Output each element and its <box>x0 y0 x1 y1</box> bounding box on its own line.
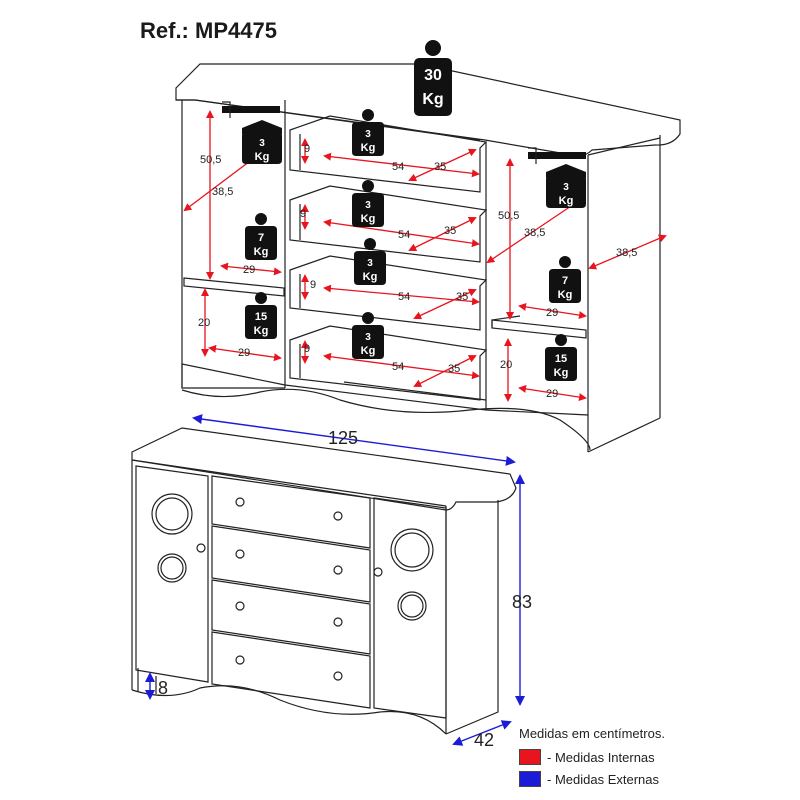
internal-dimensions <box>183 110 667 402</box>
svg-text:Kg: Kg <box>554 367 569 379</box>
knob-icon <box>235 655 245 665</box>
weight-hanger-right: 3 Kg <box>546 164 586 208</box>
svg-text:3: 3 <box>563 182 569 193</box>
external-dimensions: 125 83 42 8 <box>145 414 532 750</box>
page-title: Ref.: MP4475 <box>140 18 277 43</box>
svg-text:Kg: Kg <box>558 289 573 301</box>
svg-text:7: 7 <box>562 275 568 287</box>
knob-icon <box>235 549 245 559</box>
svg-text:15: 15 <box>555 353 567 365</box>
svg-text:Kg: Kg <box>361 213 376 225</box>
weight-icon <box>555 334 567 346</box>
legend-external-label: - Medidas Externas <box>547 771 659 787</box>
svg-text:Kg: Kg <box>361 345 376 357</box>
dim-right-bottom-height: 20 <box>500 359 512 371</box>
dim-left-height: 50,5 <box>200 154 221 166</box>
dim-drawer3-height: 9 <box>310 279 316 291</box>
legend-internal: - Medidas Internas <box>519 746 665 768</box>
weight-shelf-left: 7 Kg <box>245 213 277 260</box>
weight-icon <box>242 120 282 134</box>
hanger-rail-icon <box>528 152 586 159</box>
weight-drawer-3: 3 Kg <box>354 238 386 285</box>
dim-right-bottom-width: 29 <box>546 388 558 400</box>
dim-right-shelf-width: 29 <box>546 307 558 319</box>
dim-height: 83 <box>512 592 532 612</box>
svg-text:Kg: Kg <box>255 151 270 163</box>
weight-icon <box>559 256 571 268</box>
weight-icon <box>362 312 374 324</box>
knob-icon <box>333 565 343 575</box>
svg-text:Kg: Kg <box>361 142 376 154</box>
legend-swatch-external <box>519 771 541 787</box>
svg-text:7: 7 <box>258 232 264 244</box>
knob-icon <box>373 567 383 577</box>
dim-drawer1-height: 9 <box>304 143 310 155</box>
dim-drawer2-height: 9 <box>300 208 306 220</box>
legend-swatch-internal <box>519 749 541 765</box>
weight-drawer-1: 3 Kg <box>352 109 384 156</box>
knob-icon <box>196 543 206 553</box>
dim-drawer4-width: 54 <box>392 361 404 373</box>
legend-internal-label: - Medidas Internas <box>547 749 655 765</box>
knob-icon <box>333 671 343 681</box>
dim-drawer3-depth: 35 <box>456 291 468 303</box>
weight-icon <box>362 109 374 121</box>
weight-drawer-4: 3 Kg <box>352 312 384 359</box>
dim-width: 125 <box>328 428 358 448</box>
weight-icon <box>255 213 267 225</box>
svg-text:30: 30 <box>424 67 442 84</box>
weight-icon <box>255 292 267 304</box>
weight-bottom-right: 15 Kg <box>545 334 577 381</box>
svg-text:3: 3 <box>365 332 371 343</box>
svg-text:3: 3 <box>259 138 265 149</box>
dim-drawer4-depth: 35 <box>448 363 460 375</box>
weight-icon <box>362 180 374 192</box>
svg-text:3: 3 <box>367 258 373 269</box>
dim-right-depth: 38,5 <box>524 227 545 239</box>
drawers-internal <box>289 115 488 401</box>
knob-icon <box>235 601 245 611</box>
dim-left-bottom-width: 29 <box>238 347 250 359</box>
legend-note: Medidas em centímetros. <box>519 726 665 741</box>
weight-hanger-left: 3 Kg <box>242 120 282 164</box>
weight-bottom-left: 15 Kg <box>245 292 277 339</box>
closed-cabinet-view <box>131 427 517 735</box>
dim-drawer1-width: 54 <box>392 161 404 173</box>
dim-drawer3-width: 54 <box>398 291 410 303</box>
knob-icon <box>333 511 343 521</box>
dim-drawer4-height: 9 <box>304 343 310 355</box>
weight-shelf-right: 7 Kg <box>549 256 581 303</box>
dim-drawer2-depth: 35 <box>444 225 456 237</box>
dim-left-shelf-width: 29 <box>243 264 255 276</box>
knob-icon <box>235 497 245 507</box>
svg-text:3: 3 <box>365 129 371 140</box>
dim-right-height: 50,5 <box>498 210 519 222</box>
dim-left-depth: 38,5 <box>212 186 233 198</box>
dim-left-bottom-height: 20 <box>198 317 210 329</box>
dim-drawer1-depth: 35 <box>434 161 446 173</box>
dim-foot: 8 <box>158 678 168 698</box>
svg-text:Kg: Kg <box>254 325 269 337</box>
weight-icon <box>425 40 441 56</box>
weight-icon <box>546 164 586 178</box>
svg-text:3: 3 <box>365 200 371 211</box>
dim-depth: 42 <box>474 730 494 750</box>
weight-drawer-2: 3 Kg <box>352 180 384 227</box>
internal-dimension-labels: 50,5 38,5 29 20 29 9 54 35 9 54 35 9 54 … <box>198 143 637 400</box>
svg-text:Kg: Kg <box>254 246 269 258</box>
weight-top: 30 Kg <box>414 40 452 116</box>
svg-text:Kg: Kg <box>422 91 443 108</box>
dim-right-side-depth: 38,5 <box>616 247 637 259</box>
dim-drawer2-width: 54 <box>398 229 410 241</box>
svg-text:15: 15 <box>255 311 267 323</box>
hanger-rail-icon <box>222 106 280 113</box>
legend-external: - Medidas Externas <box>519 768 665 790</box>
knob-icon <box>333 617 343 627</box>
svg-text:Kg: Kg <box>559 195 574 207</box>
legend: Medidas em centímetros. - Medidas Intern… <box>519 726 665 790</box>
weight-icon <box>364 238 376 250</box>
svg-text:Kg: Kg <box>363 271 378 283</box>
